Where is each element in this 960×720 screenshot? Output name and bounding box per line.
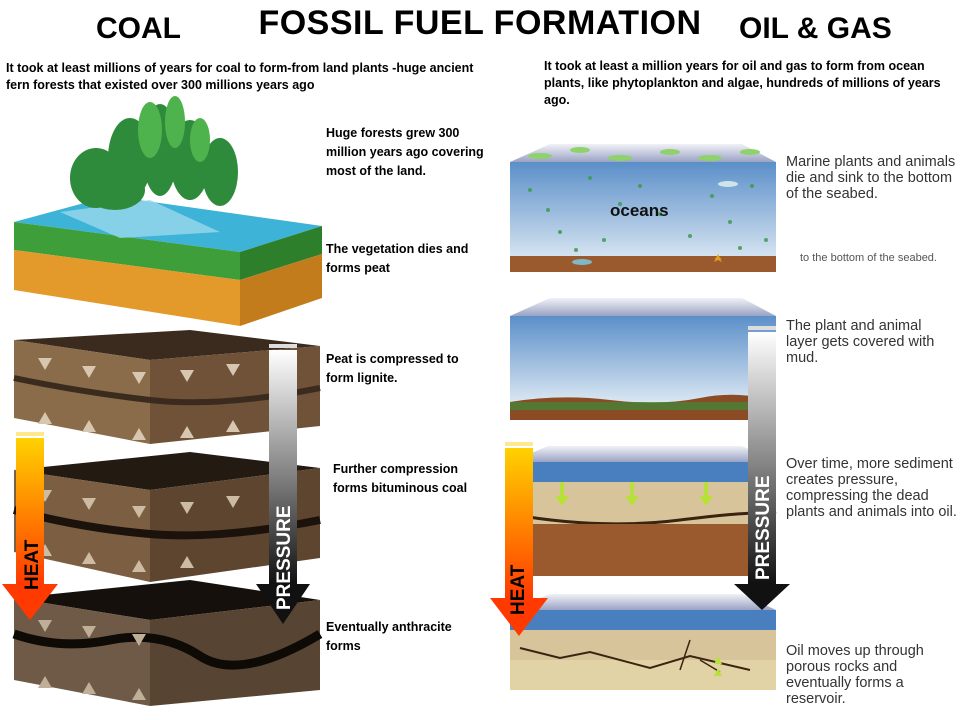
oil-stage-1-faded: to the bottom of the seabed. — [800, 252, 937, 264]
anthracite-block — [12, 580, 323, 706]
oil-heat-arrow — [490, 442, 548, 636]
oil-pressure-label: PRESSURE — [753, 475, 774, 580]
oil-gas-heading: OIL & GAS — [739, 12, 892, 45]
coal-pressure-label: PRESSURE — [274, 505, 295, 610]
oceans-label: oceans — [610, 201, 669, 220]
oil-heat-label: HEAT — [508, 564, 529, 615]
coal-heat-label: HEAT — [22, 539, 43, 590]
reservoir-panel — [510, 594, 776, 690]
coal-stage-1: Huge forests grew 300 million years ago … — [326, 126, 484, 178]
coal-stage-3: Peat is compressed to form lignite. — [326, 352, 459, 385]
coal-stage-5: Eventually anthracite forms — [326, 620, 452, 653]
coal-stage-4: Further compression forms bituminous coa… — [333, 462, 468, 495]
oil-gas-intro: It took at least a million years for oil… — [544, 59, 941, 107]
coal-intro: It took at least millions of years for c… — [6, 61, 474, 92]
oil-pressure-arrow — [734, 326, 790, 610]
oil-stage-1: Marine plants and animals die and sink t… — [786, 154, 956, 202]
coal-pressure-arrow — [256, 344, 310, 624]
coal-heading: COAL — [96, 12, 181, 45]
sediment-panel — [509, 446, 777, 576]
oil-stage-2: The plant and animal layer gets covered … — [786, 318, 935, 366]
mud-panel — [510, 298, 776, 420]
page-title: FOSSIL FUEL FORMATION — [258, 4, 702, 42]
coal-stage-2: The vegetation dies and forms peat — [326, 242, 469, 275]
forest-block — [14, 96, 322, 326]
oil-stage-3: Over time, more sediment creates pressur… — [786, 456, 957, 520]
coal-heat-arrow — [2, 432, 58, 620]
oil-stage-4: Oil moves up through porous rocks and ev… — [786, 643, 924, 707]
ocean-panel — [510, 144, 776, 272]
